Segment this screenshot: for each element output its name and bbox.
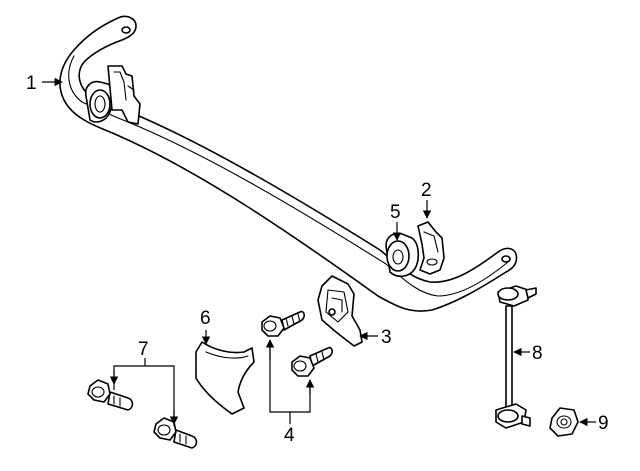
bracket-bolts[interactable] [261, 310, 333, 377]
callout-6: 6 [200, 308, 211, 329]
callout-3: 3 [381, 327, 392, 348]
callout-2: 2 [421, 180, 432, 201]
callout-5: 5 [390, 202, 401, 223]
heat-shield[interactable] [195, 341, 255, 415]
callout-8: 8 [532, 343, 543, 364]
bracket-plate[interactable] [317, 275, 363, 347]
stabilizer-link[interactable] [495, 285, 537, 429]
callout-1: 1 [26, 73, 37, 94]
leader-lines [42, 77, 596, 427]
callout-9: 9 [598, 413, 609, 434]
bushing-bracket[interactable] [417, 221, 445, 275]
link-nut[interactable] [549, 407, 579, 437]
callout-7: 7 [138, 339, 149, 360]
shield-bolts[interactable] [87, 379, 198, 449]
callout-labels: 1 2 3 4 5 6 7 8 9 [26, 73, 609, 446]
callout-4: 4 [284, 425, 295, 446]
stabilizer-bar[interactable] [59, 15, 518, 312]
bushing[interactable] [385, 232, 420, 278]
